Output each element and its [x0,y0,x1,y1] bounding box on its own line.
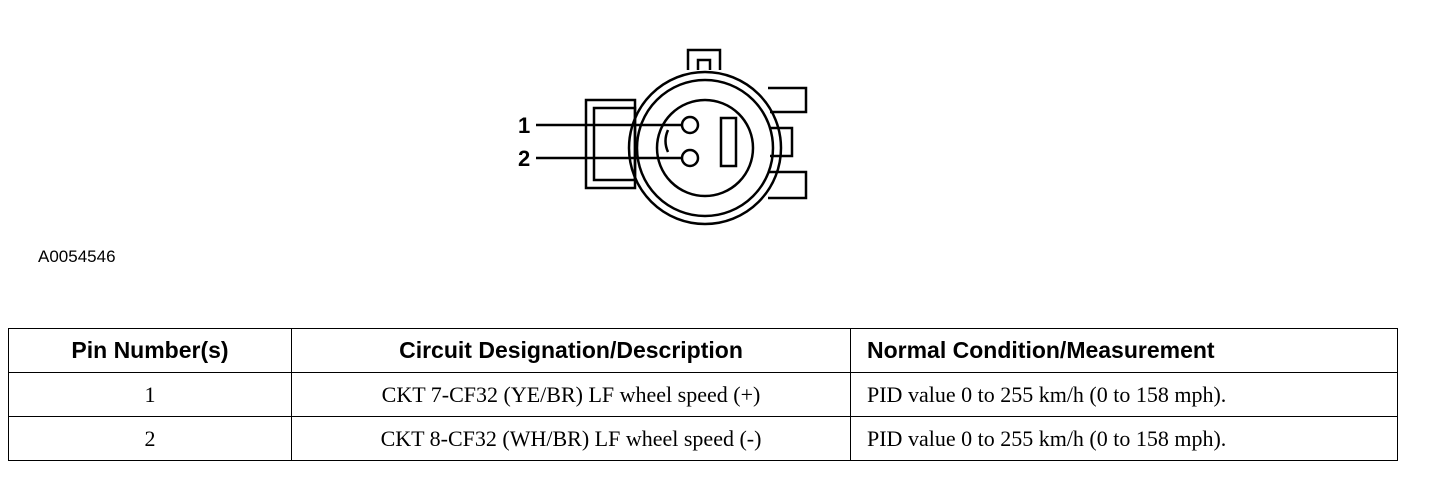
measurement-cell: PID value 0 to 255 km/h (0 to 158 mph). [850,416,1398,461]
pinout-table: Pin Number(s) Circuit Designation/Descri… [8,328,1398,461]
table-row: 1 CKT 7-CF32 (YE/BR) LF wheel speed (+) … [8,372,1398,417]
pin-2-label: 2 [518,146,531,171]
circuit-description-cell: CKT 8-CF32 (WH/BR) LF wheel speed (-) [291,416,851,461]
header-pin-number: Pin Number(s) [8,328,292,373]
table-row: 2 CKT 8-CF32 (WH/BR) LF wheel speed (-) … [8,416,1398,461]
table-header-row: Pin Number(s) Circuit Designation/Descri… [8,328,1398,373]
connector-face-drawing [536,48,808,226]
circuit-description-cell: CKT 7-CF32 (YE/BR) LF wheel speed (+) [291,372,851,417]
pin-number-cell: 1 [8,372,292,417]
figure-id: A0054546 [38,247,116,266]
header-circuit-designation: Circuit Designation/Description [291,328,851,373]
pin-number-cell: 2 [8,416,292,461]
measurement-cell: PID value 0 to 255 km/h (0 to 158 mph). [850,372,1398,417]
connector-diagram: 1 2 [500,40,840,240]
pin-1-label: 1 [518,113,531,138]
header-normal-condition: Normal Condition/Measurement [850,328,1398,373]
